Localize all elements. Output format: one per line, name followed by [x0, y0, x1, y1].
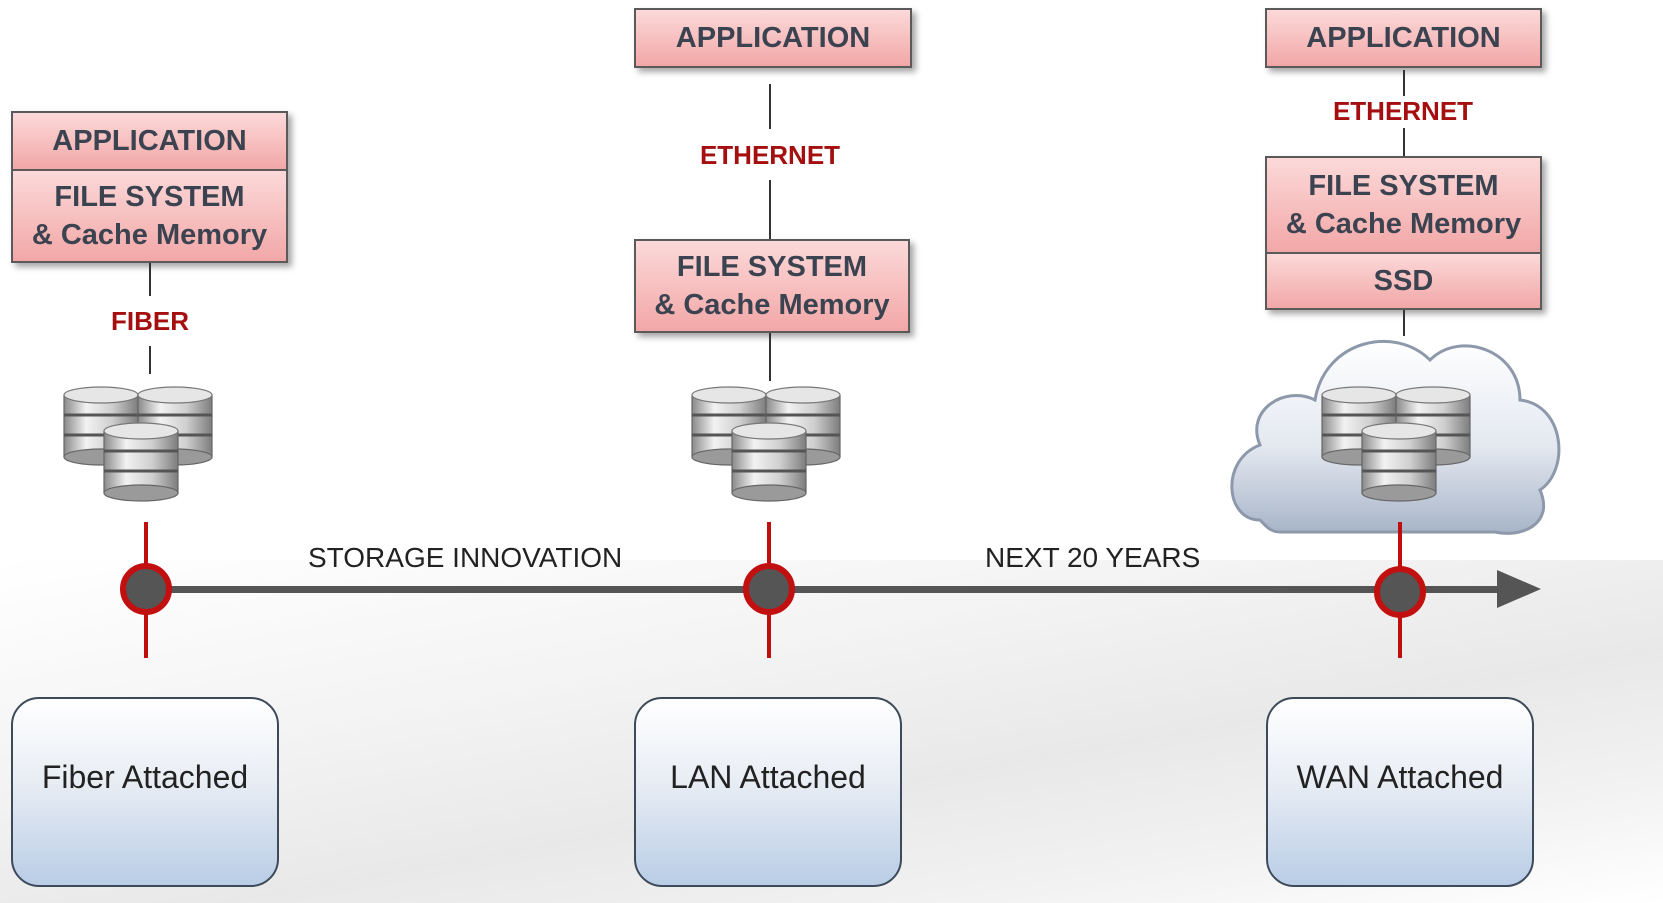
wan-timeline-node — [1374, 566, 1426, 618]
lan-attached-box: LAN Attached — [634, 697, 902, 887]
fiber-filesystem-layer: FILE SYSTEM & Cache Memory — [13, 169, 286, 261]
fiber-application-layer: APPLICATION — [13, 113, 286, 169]
wan-storage-line — [1403, 310, 1405, 336]
disk-stack-icon — [62, 385, 214, 503]
lan-timeline-node — [743, 563, 795, 615]
disk-stack-icon — [690, 385, 842, 503]
fiber-stack: APPLICATION FILE SYSTEM & Cache Memory — [11, 111, 288, 263]
wan-connector-line-bottom — [1403, 128, 1405, 156]
wan-filesystem-layer: FILE SYSTEM & Cache Memory — [1267, 158, 1540, 252]
wan-attached-box: WAN Attached — [1266, 697, 1534, 887]
fiber-connector-line-bottom — [149, 346, 151, 374]
fiber-attached-label: Fiber Attached — [41, 758, 249, 795]
arrow-right-icon — [1497, 570, 1541, 608]
lan-storage-line — [769, 333, 771, 381]
wan-application-layer: APPLICATION — [1267, 10, 1540, 66]
lan-attached-label: LAN Attached — [670, 758, 866, 795]
timeline-axis — [146, 586, 1506, 593]
lan-filesystem-layer: FILE SYSTEM & Cache Memory — [636, 241, 908, 331]
fiber-connector-label: FIBER — [111, 306, 189, 336]
wan-connector-line-top — [1403, 70, 1405, 96]
fiber-timeline-node — [120, 563, 172, 615]
wan-connector-label: ETHERNET — [1332, 96, 1474, 126]
lan-application-box: APPLICATION — [634, 8, 912, 68]
lan-connector-line-top — [769, 84, 771, 129]
lan-connector-line-bottom — [769, 180, 771, 239]
lan-filesystem-box: FILE SYSTEM & Cache Memory — [634, 239, 910, 333]
timeline-label-right: NEXT 20 YEARS — [985, 542, 1201, 573]
fiber-attached-box: Fiber Attached — [11, 697, 279, 887]
wan-attached-label: WAN Attached — [1296, 758, 1504, 795]
wan-application-box: APPLICATION — [1265, 8, 1542, 68]
disk-stack-icon — [1320, 385, 1472, 503]
timeline-label-left: STORAGE INNOVATION — [308, 542, 623, 573]
wan-filesystem-box: FILE SYSTEM & Cache Memory SSD — [1265, 156, 1542, 310]
wan-ssd-layer: SSD — [1267, 252, 1540, 308]
lan-application-layer: APPLICATION — [636, 10, 910, 66]
fiber-connector-line-top — [149, 263, 151, 296]
lan-connector-label: ETHERNET — [699, 140, 841, 170]
